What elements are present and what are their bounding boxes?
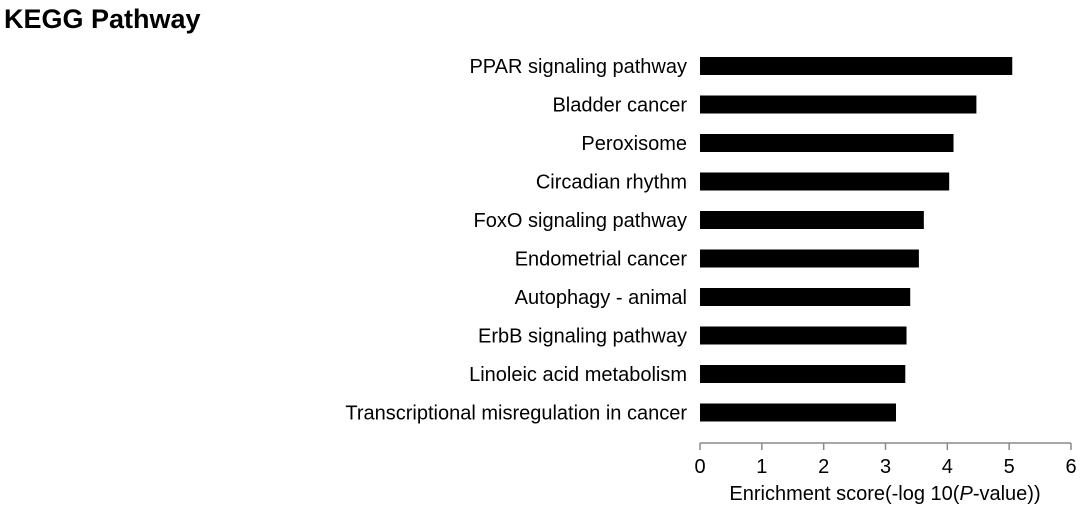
- x-tick-label: 2: [818, 456, 829, 478]
- bar: [700, 172, 950, 191]
- x-axis: 0 1 2 3 4 5 6: [694, 442, 1077, 478]
- bar: [700, 95, 977, 114]
- category-label: Autophagy - animal: [515, 287, 687, 309]
- category-label: Endometrial cancer: [515, 249, 688, 271]
- x-axis-label-suffix: -value)): [973, 483, 1041, 505]
- bar: [700, 57, 1013, 75]
- category-label: Transcriptional misregulation in cancer: [345, 403, 687, 425]
- x-tick-label: 6: [1065, 456, 1076, 478]
- bar: [700, 249, 919, 268]
- x-tick-label: 5: [1004, 456, 1015, 478]
- chart-title: KEGG Pathway: [4, 4, 201, 34]
- x-axis-label: Enrichment score(-log 10(P-value)): [729, 483, 1040, 505]
- category-label: PPAR signaling pathway: [469, 56, 687, 78]
- bars-layer: [700, 57, 1013, 422]
- bar: [700, 288, 911, 306]
- x-axis-label-prefix: Enrichment score(-log 10(: [729, 483, 959, 505]
- x-axis-label-italic: P: [959, 483, 973, 505]
- bar: [700, 365, 906, 383]
- category-label: ErbB signaling pathway: [478, 326, 687, 348]
- bar: [700, 211, 924, 229]
- category-label: FoxO signaling pathway: [474, 210, 687, 232]
- category-label: Peroxisome: [581, 133, 687, 155]
- bar: [700, 403, 897, 422]
- x-tick-label: 3: [880, 456, 891, 478]
- x-tick-label: 4: [942, 456, 953, 478]
- category-label: Linoleic acid metabolism: [469, 364, 687, 386]
- category-label: Bladder cancer: [552, 95, 687, 117]
- x-tick-label: 0: [694, 456, 705, 478]
- x-tick-label: 1: [756, 456, 767, 478]
- category-label: Circadian rhythm: [536, 172, 687, 194]
- bar: [700, 134, 954, 152]
- bar: [700, 326, 907, 345]
